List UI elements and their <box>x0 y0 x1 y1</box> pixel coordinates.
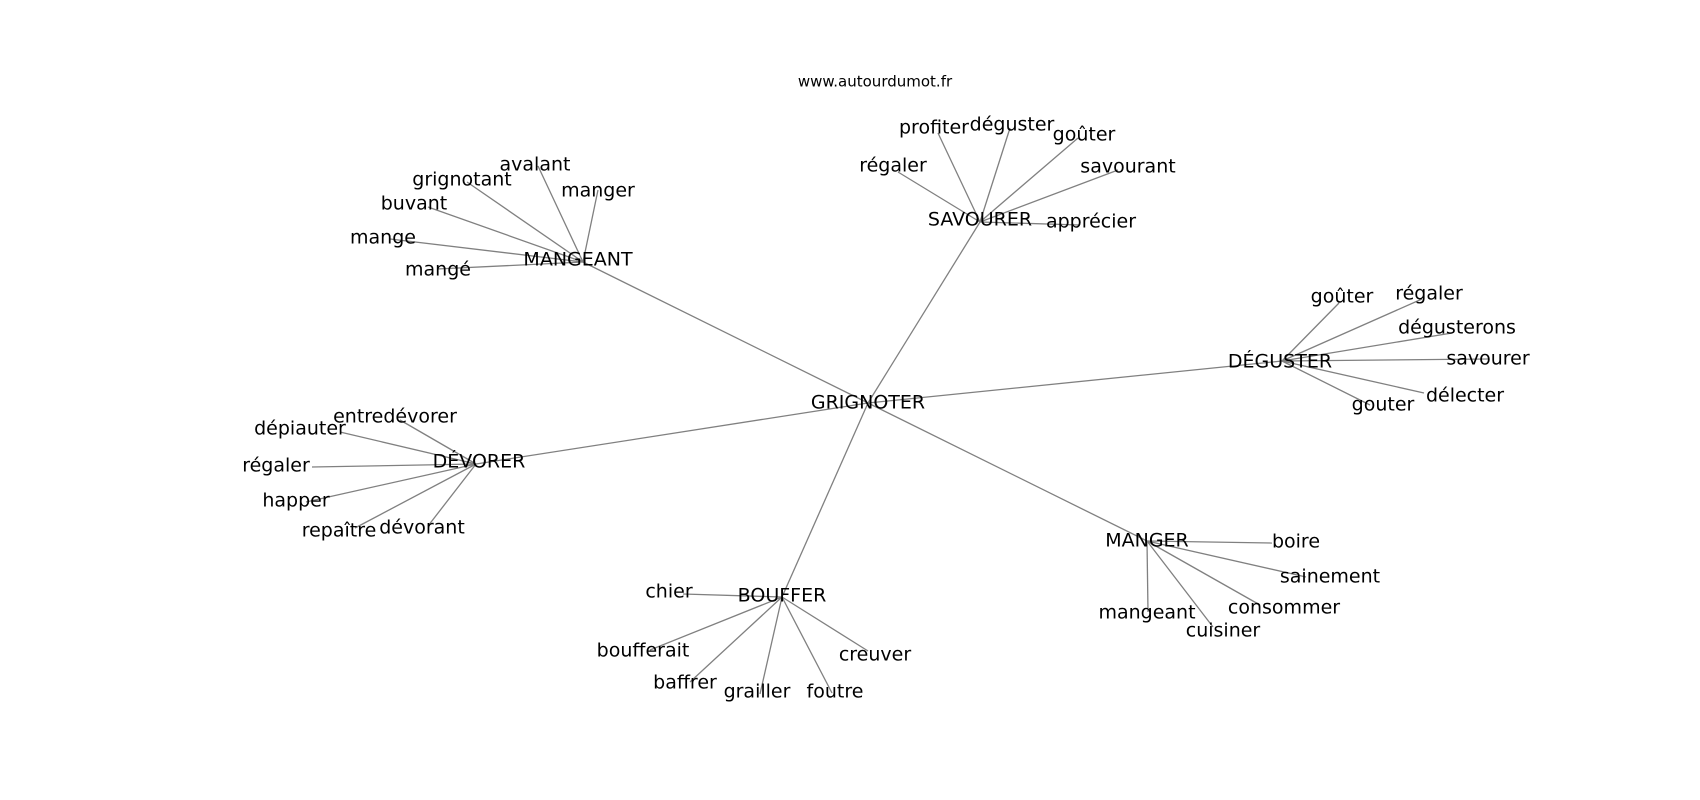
hub-node-label[interactable]: MANGER <box>1105 530 1189 552</box>
leaf-node-label[interactable]: creuver <box>839 644 912 666</box>
edge-hub-to-leaf <box>649 596 783 651</box>
edge-hub-to-leaf <box>354 463 477 529</box>
edge-hub-to-leaf <box>1146 540 1273 544</box>
hub-node-label[interactable]: DÉGUSTER <box>1228 350 1332 373</box>
leaf-node-label[interactable]: savourant <box>1080 156 1175 178</box>
leaf-node-label[interactable]: grailler <box>724 681 791 703</box>
leaf-node-label[interactable]: repaître <box>302 520 377 542</box>
edge-center-to-hub <box>867 221 981 404</box>
leaf-node-label[interactable]: mangeant <box>1098 602 1195 624</box>
leaf-node-label[interactable]: mange <box>350 227 416 249</box>
leaf-node-label[interactable]: dévorant <box>379 517 465 539</box>
edge-hub-to-leaf <box>1281 360 1371 406</box>
leaf-node-label[interactable]: avalant <box>500 154 571 176</box>
edge-hub-to-leaf <box>399 419 477 465</box>
edge-hub-to-leaf <box>436 261 584 270</box>
hub-node-label[interactable]: DÉVORER <box>433 450 526 473</box>
leaf-node-label[interactable]: mangé <box>405 259 471 281</box>
edge-hub-to-leaf <box>937 132 981 223</box>
edge-hub-to-leaf <box>979 169 1119 223</box>
leaf-node-label[interactable]: foutre <box>807 681 864 703</box>
edge-hub-to-leaf <box>1281 332 1453 362</box>
edge-hub-to-leaf <box>979 127 1011 223</box>
leaf-node-label[interactable]: baffrer <box>653 672 717 694</box>
edge-hub-to-leaf <box>1146 540 1149 613</box>
leaf-node-label[interactable]: dépiauter <box>254 418 346 440</box>
edge-hub-to-leaf <box>339 431 477 465</box>
center-node-label[interactable]: GRIGNOTER <box>811 392 925 414</box>
leaf-node-label[interactable]: cuisiner <box>1186 620 1261 642</box>
edge-hub-to-leaf <box>682 593 783 598</box>
leaf-node-label[interactable]: grignotant <box>412 169 511 191</box>
edge-hub-to-leaf <box>311 463 477 468</box>
credit-url[interactable]: www.autourdumot.fr <box>798 73 953 91</box>
edge-hub-to-leaf <box>1281 302 1340 362</box>
leaf-node-label[interactable]: consommer <box>1228 597 1340 619</box>
leaf-node-label[interactable]: buvant <box>381 193 447 215</box>
leaf-node-label[interactable]: régaler <box>1395 283 1463 305</box>
edge-hub-to-leaf <box>897 171 981 223</box>
edge-hub-to-leaf <box>781 596 833 694</box>
edge-center-to-hub <box>781 402 869 598</box>
edge-hub-to-leaf <box>305 463 477 503</box>
hub-node-label[interactable]: SAVOURER <box>928 209 1032 231</box>
leaf-node-label[interactable]: manger <box>561 180 635 202</box>
leaf-node-label[interactable]: régaler <box>242 455 310 477</box>
edge-center-to-hub <box>867 402 1148 542</box>
edge-hub-to-leaf <box>1281 298 1423 362</box>
leaf-node-label[interactable]: boire <box>1272 531 1320 553</box>
edge-hub-to-leaf <box>582 189 599 263</box>
edge-center-to-hub <box>867 360 1283 404</box>
hub-node-label[interactable]: MANGEANT <box>523 249 633 271</box>
leaf-node-label[interactable]: sainement <box>1280 566 1380 588</box>
edge-center-to-hub <box>475 402 869 465</box>
edge-hub-to-leaf <box>427 463 477 527</box>
leaf-node-label[interactable]: apprécier <box>1046 211 1136 233</box>
leaf-node-label[interactable]: goûter <box>1311 286 1374 308</box>
leaf-node-label[interactable]: délecter <box>1426 385 1504 407</box>
edge-hub-to-leaf <box>689 596 783 683</box>
edge-hub-to-leaf <box>1146 540 1261 606</box>
leaf-node-label[interactable]: dégusterons <box>1398 317 1516 339</box>
edge-hub-to-leaf <box>537 165 584 263</box>
leaf-node-label[interactable]: entredévorer <box>333 406 457 428</box>
hub-node-label[interactable]: BOUFFER <box>738 585 827 607</box>
edge-hub-to-leaf <box>427 206 584 263</box>
edge-hub-to-leaf <box>1281 358 1489 362</box>
graph-edges <box>305 127 1489 695</box>
edge-hub-to-leaf <box>389 238 584 263</box>
leaf-node-label[interactable]: gouter <box>1352 394 1415 416</box>
leaf-node-label[interactable]: déguster <box>970 114 1055 136</box>
edge-hub-to-leaf <box>466 181 584 263</box>
graph-labels: www.autourdumot.fr GRIGNOTER MANGEANT aval… <box>242 73 1530 703</box>
leaf-node-label[interactable]: chier <box>645 581 692 603</box>
edge-hub-to-leaf <box>759 596 783 695</box>
edge-hub-to-leaf <box>1281 360 1425 394</box>
edge-hub-to-leaf <box>1146 540 1214 628</box>
edge-hub-to-leaf <box>979 137 1079 223</box>
leaf-node-label[interactable]: boufferait <box>597 640 690 662</box>
edge-hub-to-leaf <box>1146 540 1307 578</box>
edge-center-to-hub <box>582 261 869 404</box>
leaf-node-label[interactable]: happer <box>262 490 329 512</box>
edge-hub-to-leaf <box>781 596 869 652</box>
leaf-node-label[interactable]: goûter <box>1053 124 1116 146</box>
leaf-node-label[interactable]: savourer <box>1446 348 1530 370</box>
edge-hub-to-leaf <box>979 221 1081 226</box>
leaf-node-label[interactable]: profiter <box>899 117 969 139</box>
leaf-node-label[interactable]: régaler <box>859 155 927 177</box>
